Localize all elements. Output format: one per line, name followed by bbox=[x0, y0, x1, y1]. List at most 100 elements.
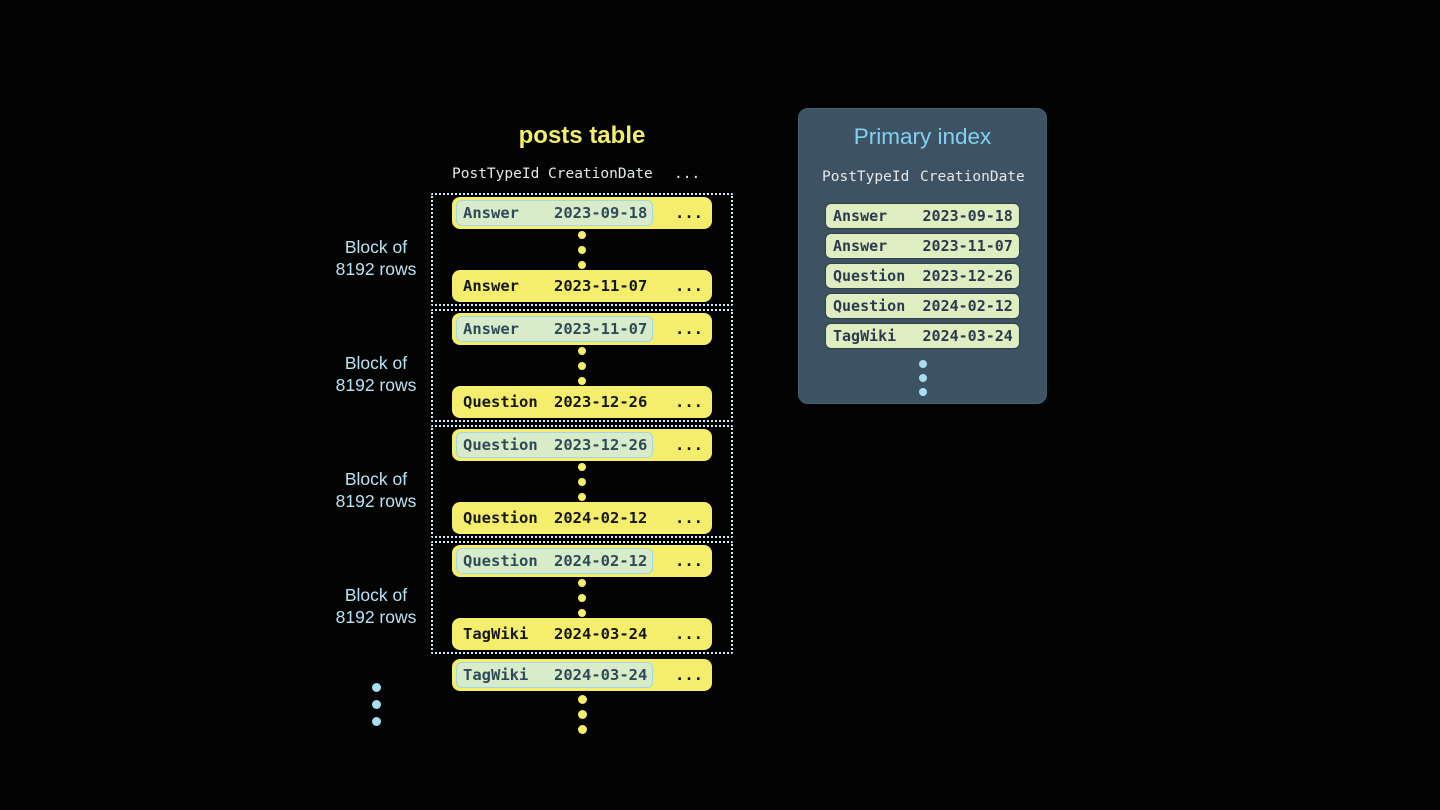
indexed-columns-highlight: Answer 2023-09-18 bbox=[456, 200, 653, 226]
cell-creationdate: 2023-09-18 bbox=[922, 206, 1013, 225]
table-row: Question 2023-12-26 ... bbox=[452, 386, 712, 418]
dot bbox=[577, 725, 587, 734]
block-label-line1: Block of bbox=[344, 353, 408, 373]
cell-ellipsis: ... bbox=[675, 320, 703, 338]
column-header-ellipsis: ... bbox=[674, 166, 701, 182]
block-label-line2: 8192 rows bbox=[335, 606, 417, 627]
dot bbox=[372, 717, 381, 726]
dot bbox=[918, 388, 927, 396]
cell-creationdate: 2024-03-24 bbox=[922, 326, 1013, 345]
cell-creationdate: 2024-02-12 bbox=[554, 552, 648, 570]
column-header-posttypeid: PostTypeId bbox=[822, 169, 910, 185]
table-row: Question 2024-02-12 ... bbox=[452, 502, 712, 534]
primary-index-rows: Answer 2023-09-18 Answer 2023-11-07 Ques… bbox=[825, 203, 1020, 349]
row-columns: Question 2024-02-12 bbox=[456, 505, 653, 531]
cell-creationdate: 2024-02-12 bbox=[922, 296, 1013, 315]
cell-creationdate: 2023-12-26 bbox=[554, 393, 648, 411]
dot bbox=[578, 608, 586, 617]
dot bbox=[578, 593, 586, 602]
column-header-creationdate: CreationDate bbox=[920, 169, 1025, 185]
vertical-ellipsis-icon bbox=[799, 360, 1046, 396]
vertical-ellipsis-icon bbox=[452, 345, 712, 386]
cell-posttypeid: Answer bbox=[463, 204, 519, 222]
cell-posttypeid: Question bbox=[463, 393, 538, 411]
block-label-line2: 8192 rows bbox=[335, 490, 417, 511]
dot bbox=[372, 683, 381, 692]
cell-posttypeid: Question bbox=[463, 436, 538, 454]
indexed-columns-highlight: Question 2023-12-26 bbox=[456, 432, 653, 458]
cell-ellipsis: ... bbox=[675, 509, 703, 527]
cell-posttypeid: TagWiki bbox=[833, 326, 897, 345]
block-label-line2: 8192 rows bbox=[335, 374, 417, 395]
cell-ellipsis: ... bbox=[675, 204, 703, 222]
cell-creationdate: 2024-02-12 bbox=[554, 509, 648, 527]
dot bbox=[578, 245, 586, 254]
dot bbox=[578, 462, 586, 471]
cell-ellipsis: ... bbox=[675, 552, 703, 570]
dot bbox=[578, 361, 586, 370]
dot bbox=[578, 578, 586, 587]
dot bbox=[578, 477, 586, 486]
index-row: Answer 2023-11-07 bbox=[825, 233, 1020, 259]
index-row: Question 2024-02-12 bbox=[825, 293, 1020, 319]
cell-ellipsis: ... bbox=[675, 666, 703, 684]
block-label-3: Block of 8192 rows bbox=[296, 469, 456, 512]
dot bbox=[577, 710, 587, 719]
indexed-columns-highlight: Answer 2023-11-07 bbox=[456, 316, 653, 342]
primary-index-panel: Primary index PostTypeId CreationDate An… bbox=[798, 108, 1047, 404]
cell-posttypeid: TagWiki bbox=[463, 666, 529, 684]
cell-posttypeid: TagWiki bbox=[463, 625, 529, 643]
table-row: Answer 2023-09-18 ... bbox=[452, 197, 712, 229]
block-label-1: Block of 8192 rows bbox=[296, 237, 456, 280]
cell-posttypeid: Answer bbox=[833, 236, 888, 255]
primary-index-title: Primary index bbox=[853, 124, 992, 149]
table-row: TagWiki 2024-03-24 ... bbox=[452, 618, 712, 650]
indexed-columns-highlight: TagWiki 2024-03-24 bbox=[456, 662, 653, 688]
cell-creationdate: 2023-12-26 bbox=[554, 436, 648, 454]
dot bbox=[918, 374, 927, 382]
row-columns: Question 2023-12-26 bbox=[456, 389, 653, 415]
block-label-2: Block of 8192 rows bbox=[296, 353, 456, 396]
cell-creationdate: 2024-03-24 bbox=[554, 666, 648, 684]
dot bbox=[578, 492, 586, 501]
block-label-line1: Block of bbox=[344, 469, 408, 489]
dot bbox=[918, 360, 927, 368]
index-row: Question 2023-12-26 bbox=[825, 263, 1020, 289]
cell-ellipsis: ... bbox=[675, 393, 703, 411]
table-row: Answer 2023-11-07 ... bbox=[452, 313, 712, 345]
cell-ellipsis: ... bbox=[675, 436, 703, 454]
row-block-4: Question 2024-02-12 ... TagWiki 2024-03-… bbox=[431, 541, 733, 654]
cell-posttypeid: Question bbox=[833, 296, 906, 315]
dot bbox=[372, 700, 381, 709]
table-row: Answer 2023-11-07 ... bbox=[452, 270, 712, 302]
dot bbox=[578, 230, 586, 239]
block-label-4: Block of 8192 rows bbox=[296, 585, 456, 628]
table-row: Question 2024-02-12 ... bbox=[452, 545, 712, 577]
index-row: TagWiki 2024-03-24 bbox=[825, 323, 1020, 349]
cell-posttypeid: Question bbox=[833, 266, 906, 285]
primary-index-column-headers: PostTypeId CreationDate bbox=[799, 169, 1046, 187]
table-row: Question 2023-12-26 ... bbox=[452, 429, 712, 461]
cell-creationdate: 2024-03-24 bbox=[554, 625, 648, 643]
cell-posttypeid: Question bbox=[463, 509, 538, 527]
vertical-ellipsis-icon bbox=[452, 577, 712, 618]
column-header-creationdate: CreationDate bbox=[548, 166, 653, 182]
cell-creationdate: 2023-11-07 bbox=[554, 277, 648, 295]
posts-table-blocks: Answer 2023-09-18 ... Answer 2023-11-07 … bbox=[431, 193, 733, 654]
posts-table-column-headers: PostTypeId CreationDate ... bbox=[431, 166, 733, 184]
cell-creationdate: 2023-12-26 bbox=[922, 266, 1013, 285]
row-block-2: Answer 2023-11-07 ... Question 2023-12-2… bbox=[431, 309, 733, 422]
cell-creationdate: 2023-11-07 bbox=[922, 236, 1013, 255]
row-block-1: Answer 2023-09-18 ... Answer 2023-11-07 … bbox=[431, 193, 733, 306]
cell-ellipsis: ... bbox=[675, 625, 703, 643]
dot bbox=[578, 346, 586, 355]
row-columns: TagWiki 2024-03-24 bbox=[456, 621, 653, 647]
cell-posttypeid: Answer bbox=[833, 206, 888, 225]
vertical-ellipsis-icon bbox=[452, 229, 712, 270]
dot bbox=[578, 260, 586, 269]
block-label-line1: Block of bbox=[344, 237, 408, 257]
row-block-3: Question 2023-12-26 ... Question 2024-02… bbox=[431, 425, 733, 538]
block-label-line2: 8192 rows bbox=[335, 258, 417, 279]
vertical-ellipsis-icon bbox=[452, 461, 712, 502]
block-label-line1: Block of bbox=[344, 585, 408, 605]
